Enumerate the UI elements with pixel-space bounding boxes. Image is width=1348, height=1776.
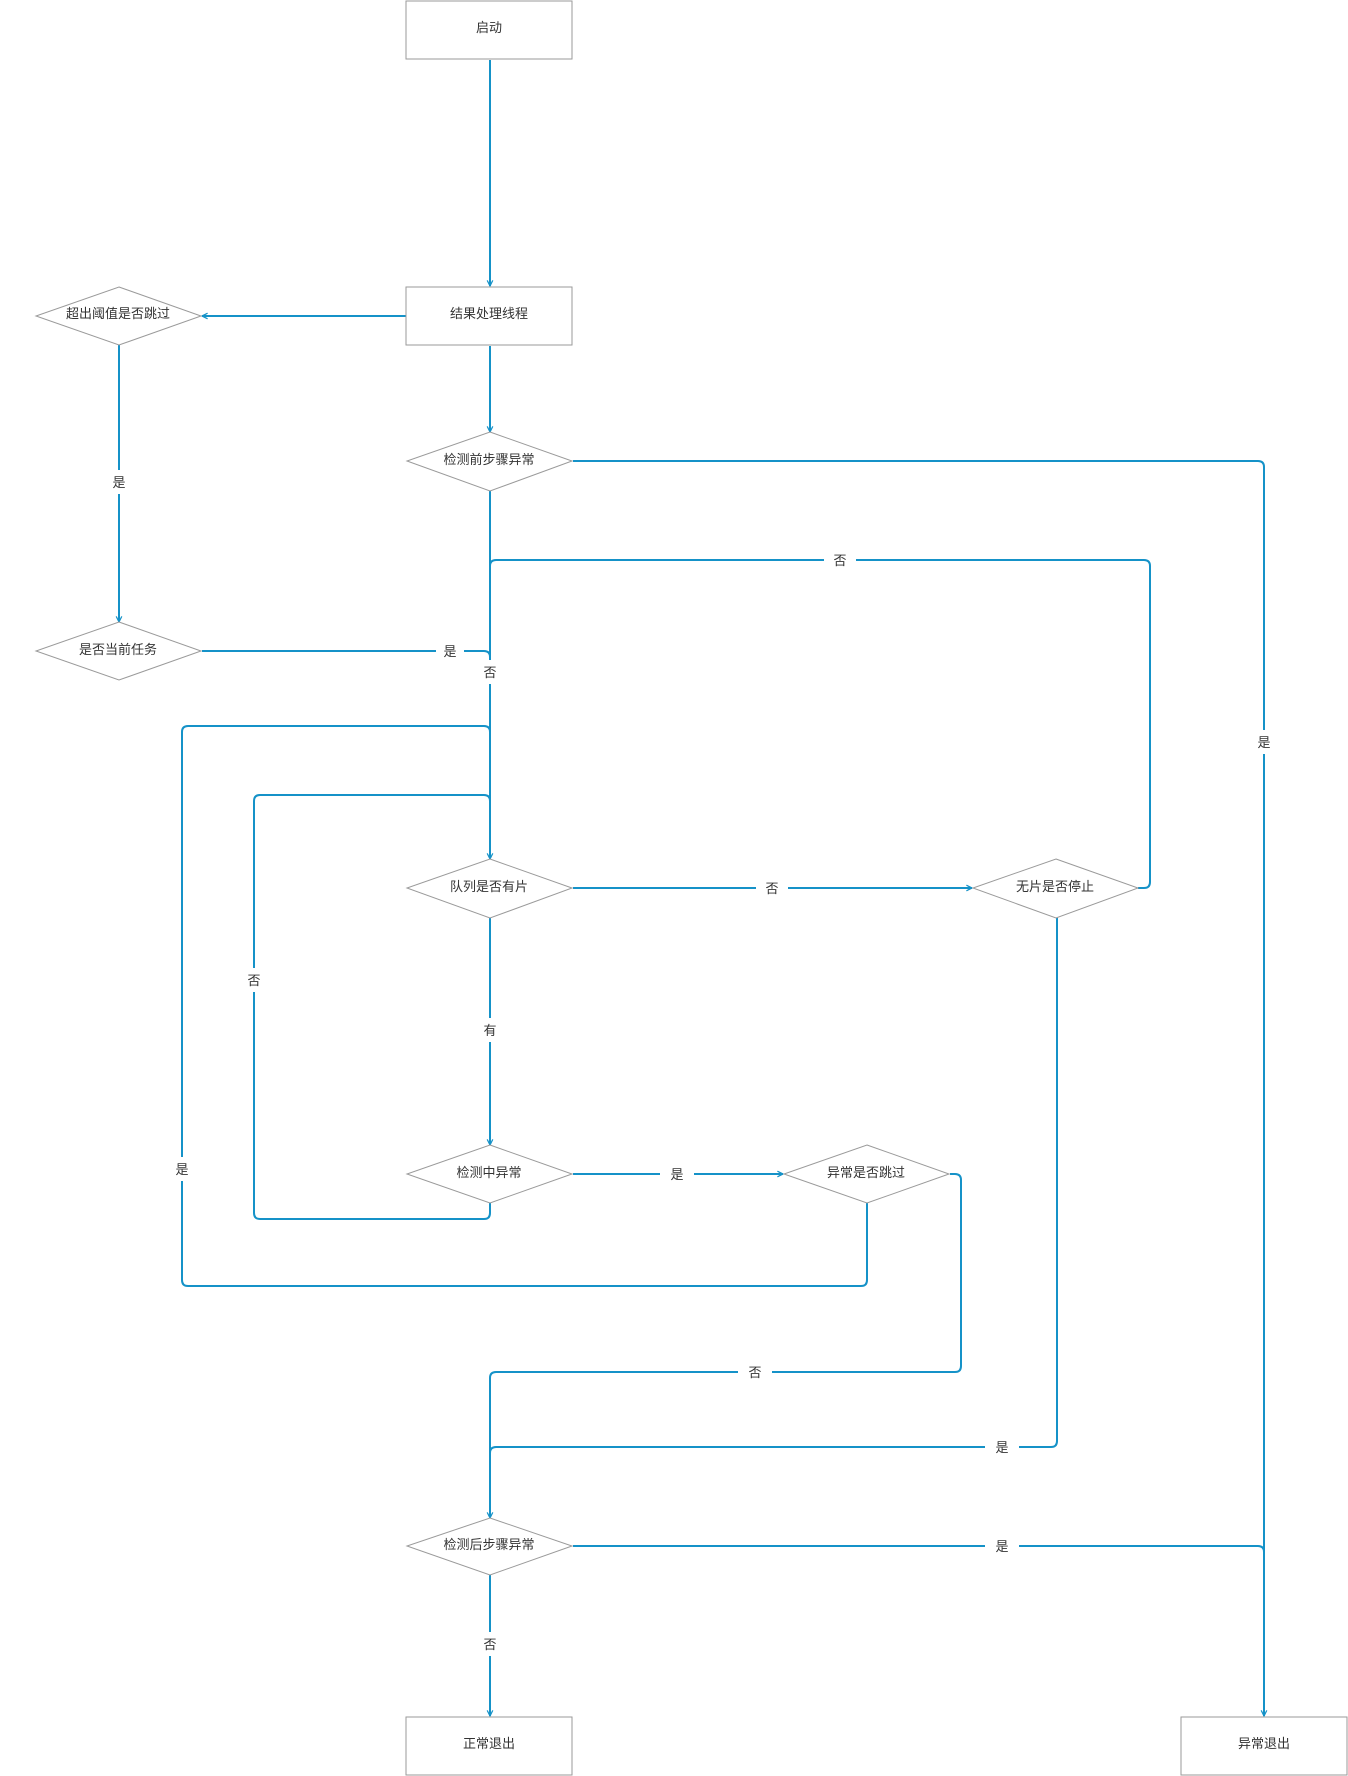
svg-text:否: 否 <box>748 1366 761 1381</box>
svg-text:检测中异常: 检测中异常 <box>456 1166 521 1181</box>
edge-incheck-no <box>253 794 491 1220</box>
svg-text:是: 是 <box>995 1441 1008 1456</box>
svg-text:异常退出: 异常退出 <box>1238 1737 1290 1752</box>
node-threshold-skip[interactable]: 超出阈值是否跳过 <box>34 286 203 346</box>
svg-text:无片是否停止: 无片是否停止 <box>1016 879 1094 895</box>
svg-text:启动: 启动 <box>476 21 502 36</box>
edge-label-incheck-yes: 是 <box>660 1162 694 1186</box>
edge-label-precheck-no: 否 <box>480 660 500 684</box>
edge-label-stop-yes: 是 <box>985 1435 1019 1459</box>
edge-skip-yes <box>181 725 868 1287</box>
svg-text:是: 是 <box>670 1168 683 1183</box>
svg-text:是: 是 <box>1257 736 1270 751</box>
edge-precheck-yes <box>573 460 1264 1716</box>
edge-label-precheck-yes: 是 <box>1254 730 1274 754</box>
svg-text:否: 否 <box>247 974 260 989</box>
node-no-piece-stop[interactable]: 无片是否停止 <box>971 858 1140 919</box>
svg-text:是: 是 <box>995 1540 1008 1555</box>
node-normal-exit[interactable]: 正常退出 <box>405 1716 573 1776</box>
node-error-skip[interactable]: 异常是否跳过 <box>782 1144 951 1204</box>
edge-label-postcheck-yes: 是 <box>985 1534 1019 1558</box>
edge-stop-no <box>489 559 1151 889</box>
svg-text:是: 是 <box>443 645 456 660</box>
svg-text:是: 是 <box>175 1163 188 1178</box>
svg-text:正常退出: 正常退出 <box>463 1737 515 1752</box>
node-current-task[interactable]: 是否当前任务 <box>34 621 203 681</box>
edge-label-pre-no-loop: 否 <box>824 548 856 572</box>
svg-text:检测前步骤异常: 检测前步骤异常 <box>443 452 534 468</box>
node-post-check[interactable]: 检测后步骤异常 <box>405 1517 574 1576</box>
svg-text:否: 否 <box>483 1638 496 1653</box>
edge-label-incheck-no: 否 <box>244 968 264 992</box>
edge-skip-no <box>490 1173 962 1518</box>
edge-stop-yes <box>489 918 1058 1454</box>
node-queue-has[interactable]: 队列是否有片 <box>405 858 574 919</box>
node-start[interactable]: 启动 <box>405 0 573 60</box>
edge-label-task-yes: 是 <box>436 639 464 663</box>
svg-text:否: 否 <box>765 882 778 897</box>
node-error-exit[interactable]: 异常退出 <box>1180 1716 1348 1776</box>
svg-text:超出阈值是否跳过: 超出阈值是否跳过 <box>66 306 170 322</box>
edge-label-queue-yes: 有 <box>480 1018 500 1042</box>
node-pre-check[interactable]: 检测前步骤异常 <box>405 431 574 492</box>
edges <box>119 60 1264 1716</box>
svg-text:队列是否有片: 队列是否有片 <box>450 880 528 895</box>
svg-text:检测后步骤异常: 检测后步骤异常 <box>443 1538 534 1553</box>
svg-text:有: 有 <box>483 1024 496 1039</box>
svg-text:结果处理线程: 结果处理线程 <box>450 307 528 322</box>
node-in-check[interactable]: 检测中异常 <box>405 1144 574 1204</box>
svg-text:是: 是 <box>112 476 125 491</box>
edge-label-skip-no: 否 <box>738 1360 772 1384</box>
svg-text:否: 否 <box>483 666 496 681</box>
svg-text:异常是否跳过: 异常是否跳过 <box>827 1166 905 1181</box>
svg-text:否: 否 <box>833 554 846 569</box>
edge-postcheck-yes <box>573 1545 1265 1553</box>
edge-label-queue-no: 否 <box>756 876 788 900</box>
nodes: 启动 结果处理线程 超出阈值是否跳过 检测前步骤异常 是否当前任务 队列是否有片… <box>34 0 1348 1776</box>
node-result-thread[interactable]: 结果处理线程 <box>405 286 573 346</box>
edge-labels: 是 否 是 否 是 否 否 有 <box>109 470 1274 1656</box>
svg-text:是否当前任务: 是否当前任务 <box>79 642 157 658</box>
edge-label-skip-yes: 是 <box>172 1157 192 1181</box>
edge-label-threshold-yes: 是 <box>109 470 129 494</box>
edge-label-postcheck-no: 否 <box>480 1632 500 1656</box>
